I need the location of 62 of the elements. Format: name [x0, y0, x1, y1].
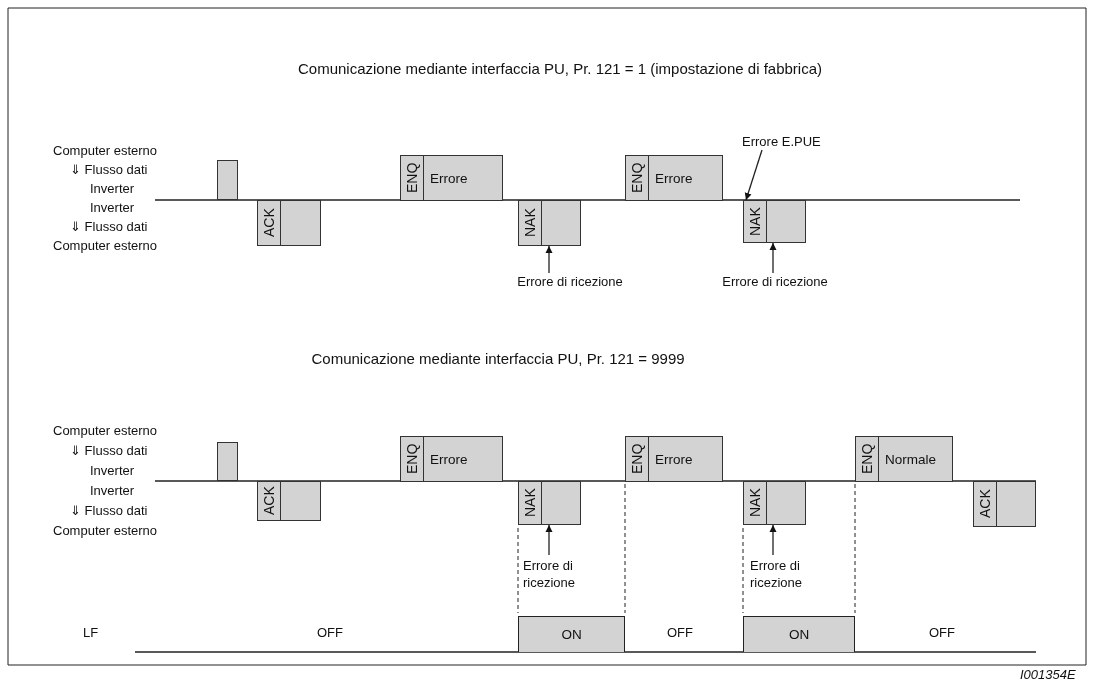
frame-code: NAK — [519, 482, 542, 524]
annotation-text: Errore di ricezione — [523, 557, 593, 591]
frame-block — [518, 200, 581, 246]
annotation-text: Errore di ricezione — [708, 273, 842, 290]
state-block: ON — [518, 616, 625, 652]
state-label: OFF — [929, 625, 955, 640]
frame-block — [625, 155, 723, 201]
frame-code: ACK — [258, 482, 281, 520]
arrow — [545, 524, 553, 556]
signal-label: ⇓ Flusso dati — [70, 219, 148, 234]
annotation-text: Errore E.PUE — [742, 133, 832, 150]
figure-id: I001354E — [1020, 667, 1076, 682]
frame-block — [743, 200, 806, 243]
signal-label: ⇓ Flusso dati — [70, 503, 148, 518]
frame-block — [855, 436, 953, 482]
block-text: Errore — [655, 451, 693, 467]
frame-code: ENQ — [401, 437, 424, 481]
frame-block — [257, 200, 321, 246]
signal-label: Computer esterno — [53, 143, 158, 158]
signal-label: LF — [83, 625, 99, 640]
block-text: Errore — [430, 170, 468, 186]
annotation-text: Errore di ricezione — [510, 273, 630, 290]
block-text: Errore — [430, 451, 468, 467]
signal-label: Computer esterno — [53, 238, 158, 253]
frame-block — [973, 481, 1036, 527]
state-label: OFF — [317, 625, 343, 640]
frame-code: ENQ — [626, 437, 649, 481]
signal-label: Inverter — [90, 181, 135, 196]
panel-heading: Comunicazione mediante interfaccia PU, Pr. 121 = 9999 — [311, 350, 685, 367]
frame-block — [518, 481, 581, 525]
frame-code: NAK — [519, 201, 542, 245]
frame-block — [743, 481, 806, 525]
signal-label: Computer esterno — [53, 523, 158, 538]
arrow — [769, 524, 777, 556]
frame-block — [400, 436, 503, 482]
state-label: OFF — [667, 625, 693, 640]
frame-code: NAK — [744, 201, 767, 242]
frame-block — [625, 436, 723, 482]
annotation-text: Errore di ricezione — [750, 557, 820, 591]
panel-heading: Comunicazione mediante interfaccia PU, Pr. 121 = 1 (impostazione di fabbrica) — [298, 60, 823, 77]
frame-code: ENQ — [626, 156, 649, 200]
signal-pulse — [217, 442, 238, 481]
frame-code: ENQ — [856, 437, 879, 481]
block-text: Normale — [885, 451, 936, 467]
signal-pulse — [217, 160, 238, 200]
arrow — [744, 149, 763, 201]
signal-label: ⇓ Flusso dati — [70, 162, 148, 177]
frame-code: NAK — [744, 482, 767, 524]
signal-label: ⇓ Flusso dati — [70, 443, 148, 458]
frame-code: ACK — [258, 201, 281, 245]
frame-code: ACK — [974, 482, 997, 526]
frame-block — [257, 481, 321, 521]
frame-code: ENQ — [401, 156, 424, 200]
state-block: ON — [743, 616, 855, 652]
signal-label: Inverter — [90, 483, 135, 498]
frame-block — [400, 155, 503, 201]
arrow — [769, 242, 777, 274]
signal-label: Computer esterno — [53, 423, 158, 438]
signal-label: Inverter — [90, 463, 135, 478]
arrow — [545, 245, 553, 274]
block-text: Errore — [655, 170, 693, 186]
signal-label: Inverter — [90, 200, 135, 215]
